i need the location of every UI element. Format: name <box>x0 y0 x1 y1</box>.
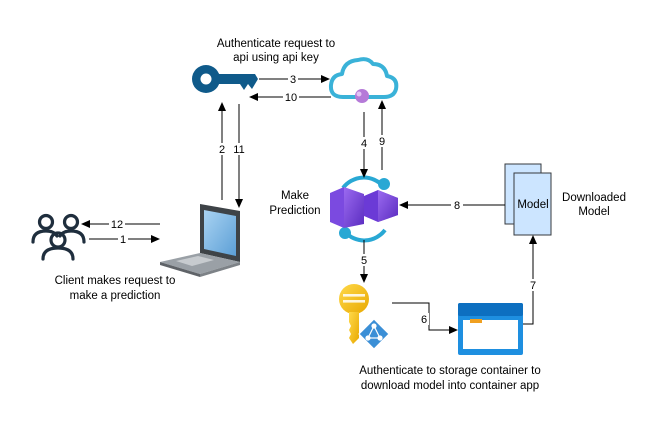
edge-label-9: 9 <box>379 136 385 148</box>
cloud-api-icon <box>328 57 399 103</box>
caption-storage-line2: download model into container app <box>361 380 539 392</box>
caption-make-prediction-line1: Make <box>281 190 309 202</box>
storage-window-icon <box>458 303 523 355</box>
edge-label-1: 1 <box>120 234 126 246</box>
caption-auth-api-line1: Authenticate request to <box>217 38 335 50</box>
edge-label-10: 10 <box>285 92 297 104</box>
caption-make-prediction-line2: Prediction <box>269 205 320 217</box>
edge-label-8: 8 <box>454 200 460 212</box>
key-vault-icon <box>339 284 369 344</box>
caption-downloaded-model-line2: Model <box>578 206 609 218</box>
edge-label-11: 11 <box>233 144 244 156</box>
caption-downloaded-model-line1: Downloaded <box>562 192 626 204</box>
users-icon <box>31 213 86 261</box>
edge-label-5: 5 <box>361 255 367 267</box>
edge-label-3: 3 <box>290 74 296 86</box>
caption-auth-api-line2: api using api key <box>233 52 319 64</box>
edge-label-7: 7 <box>530 280 536 292</box>
edge-7 <box>523 243 534 325</box>
model-document-icon <box>504 163 552 236</box>
edge-labels: 1 12 2 11 3 10 4 9 5 6 7 8 <box>109 73 539 326</box>
managed-identity-icon <box>358 318 390 350</box>
edge-label-6: 6 <box>421 314 427 326</box>
edge-label-2: 2 <box>219 144 225 156</box>
edge-label-4: 4 <box>361 138 367 150</box>
container-app-icon <box>330 175 398 243</box>
caption-storage-line1: Authenticate to storage container to <box>359 365 541 377</box>
api-key-icon <box>192 65 258 93</box>
laptop-icon <box>160 204 240 277</box>
edge-label-12: 12 <box>111 219 123 231</box>
model-document-label: Model <box>517 199 548 211</box>
caption-client-line2: make a prediction <box>70 290 161 302</box>
caption-client-line1: Client makes request to <box>55 275 176 287</box>
